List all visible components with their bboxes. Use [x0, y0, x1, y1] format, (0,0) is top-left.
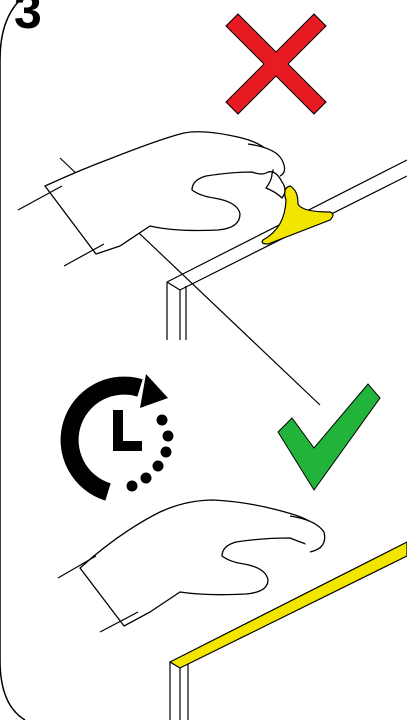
- hand-pressing-icon: [44, 131, 286, 255]
- board-edge-bottom: [168, 541, 407, 720]
- green-checkmark-icon: [277, 383, 381, 491]
- clock-wait-icon: [60, 374, 174, 501]
- sleeve-lines-top: [17, 185, 105, 267]
- correct-panel: [57, 374, 407, 720]
- step-number: 3: [14, 0, 42, 39]
- adhesive-blob: [261, 185, 334, 245]
- sleeve-lines-bottom: [57, 555, 139, 633]
- frame-border: [0, 0, 26, 720]
- red-x-icon: [225, 13, 327, 115]
- incorrect-panel: [17, 13, 407, 406]
- hand-hovering-icon: [79, 499, 326, 627]
